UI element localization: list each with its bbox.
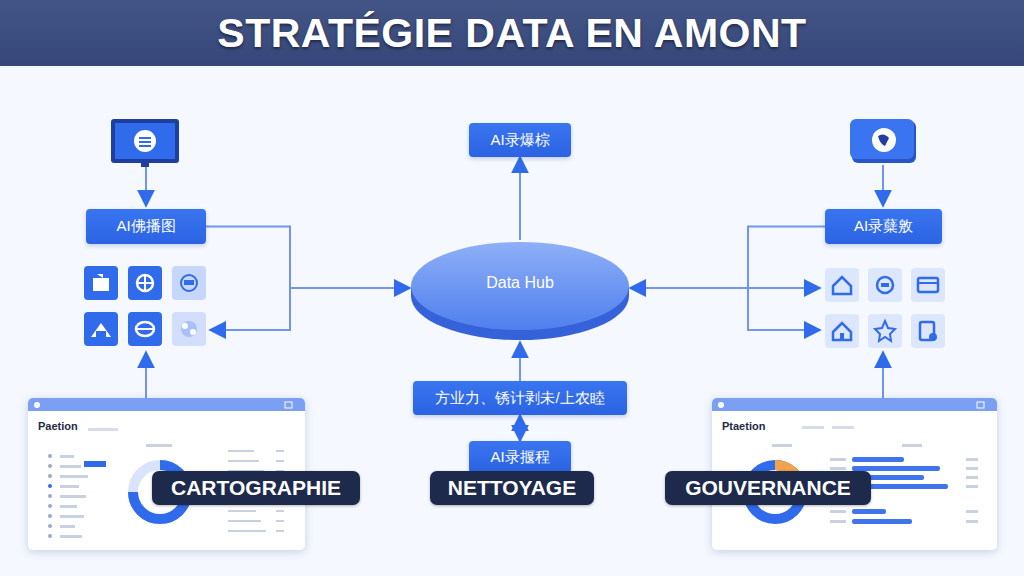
node-text: AI录蘖敫 — [854, 217, 913, 236]
connector-arrow — [206, 227, 410, 289]
node-text: CARTOGRAPHIE — [171, 476, 341, 500]
node-text: AI佛播图 — [116, 217, 175, 236]
node-text: AI录爆棕 — [490, 131, 549, 150]
title: STRATÉGIE DATA EN AMONT — [0, 0, 1024, 66]
node-text: AI录揠程 — [490, 448, 549, 467]
node-text: Paetion — [38, 420, 78, 432]
hub-ellipse: Data Hub — [410, 240, 630, 342]
app-icon — [850, 119, 916, 163]
section-label: CARTOGRAPHIE — [152, 471, 360, 505]
node-text: 方业力、锈计剥未/上农睦 — [435, 389, 604, 408]
process-box: AI佛播图 — [86, 209, 206, 244]
icon-tiles — [84, 266, 206, 346]
icon-tiles — [825, 268, 945, 348]
connector-arrow — [519, 157, 521, 240]
node-text: Data Hub — [410, 274, 630, 292]
node-text: GOUVERNANCE — [685, 476, 851, 500]
monitor-icon — [111, 119, 179, 167]
section-label: NETTOYAGE — [430, 471, 594, 505]
connector-arrow — [519, 415, 521, 441]
process-box: AI录爆棕 — [469, 123, 571, 157]
process-box: AI录揠程 — [469, 441, 571, 473]
node-text: NETTOYAGE — [448, 476, 576, 500]
node-text: Ptaetion — [722, 420, 765, 432]
connector-arrow — [519, 342, 521, 381]
section-label: GOUVERNANCE — [665, 471, 871, 505]
process-box: 方业力、锈计剥未/上农睦 — [413, 381, 627, 415]
connector-arrow — [630, 227, 825, 289]
process-box: AI录蘖敫 — [825, 209, 942, 244]
